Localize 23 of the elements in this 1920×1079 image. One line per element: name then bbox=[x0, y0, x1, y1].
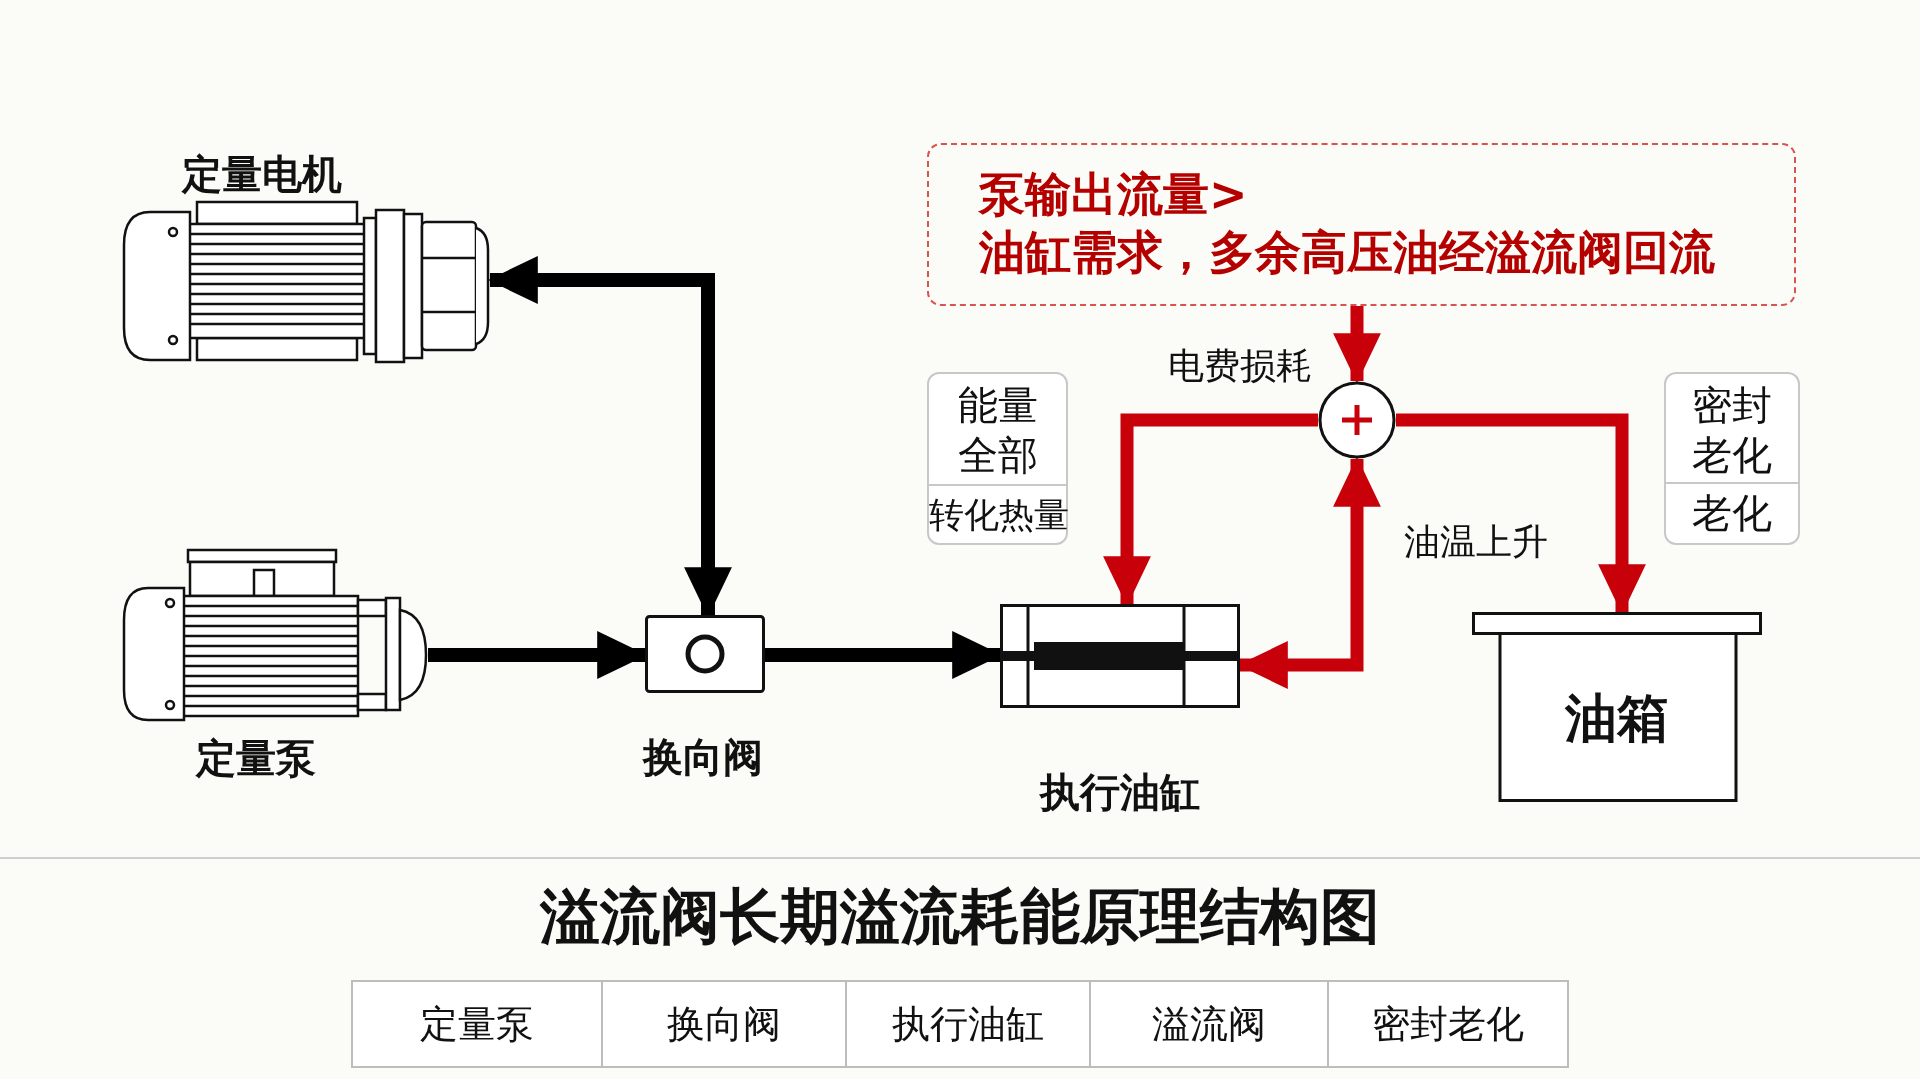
callout-box bbox=[927, 143, 1796, 306]
component-label: 执行油缸 bbox=[1040, 768, 1200, 816]
table-cell-text: 定量泵 bbox=[419, 1001, 535, 1048]
table-cell: 执行油缸 bbox=[845, 982, 1089, 1066]
table-cell: 溢流阀 bbox=[1089, 982, 1327, 1066]
component-label: 换向阀 bbox=[643, 733, 763, 781]
card-text: 老化 bbox=[1691, 489, 1773, 538]
callout-text: 泵输出流量> bbox=[979, 167, 1248, 221]
component-label: 定量电机 bbox=[182, 150, 342, 198]
table-cell: 密封老化 bbox=[1327, 982, 1567, 1066]
arrow bbox=[1333, 306, 1381, 384]
info-card bbox=[1664, 372, 1800, 545]
annotation-text: 油温上升 bbox=[1404, 520, 1548, 564]
card-text: 密封老化 bbox=[1691, 381, 1773, 480]
card-text: 能量全部 bbox=[956, 381, 1039, 480]
component-label: 定量泵 bbox=[196, 734, 316, 782]
card-text: 转化热量 bbox=[929, 494, 1066, 537]
title: 溢流阀长期溢流耗能原理结构图 bbox=[539, 880, 1381, 952]
tank-label: 油箱 bbox=[1564, 688, 1670, 748]
annotation-text: 电费损耗 bbox=[1168, 344, 1312, 388]
info-card bbox=[927, 372, 1068, 545]
callout-text: 油缸需求，多余高压油经溢流阀回流 bbox=[979, 225, 1715, 279]
table-cell: 换向阀 bbox=[601, 982, 845, 1066]
